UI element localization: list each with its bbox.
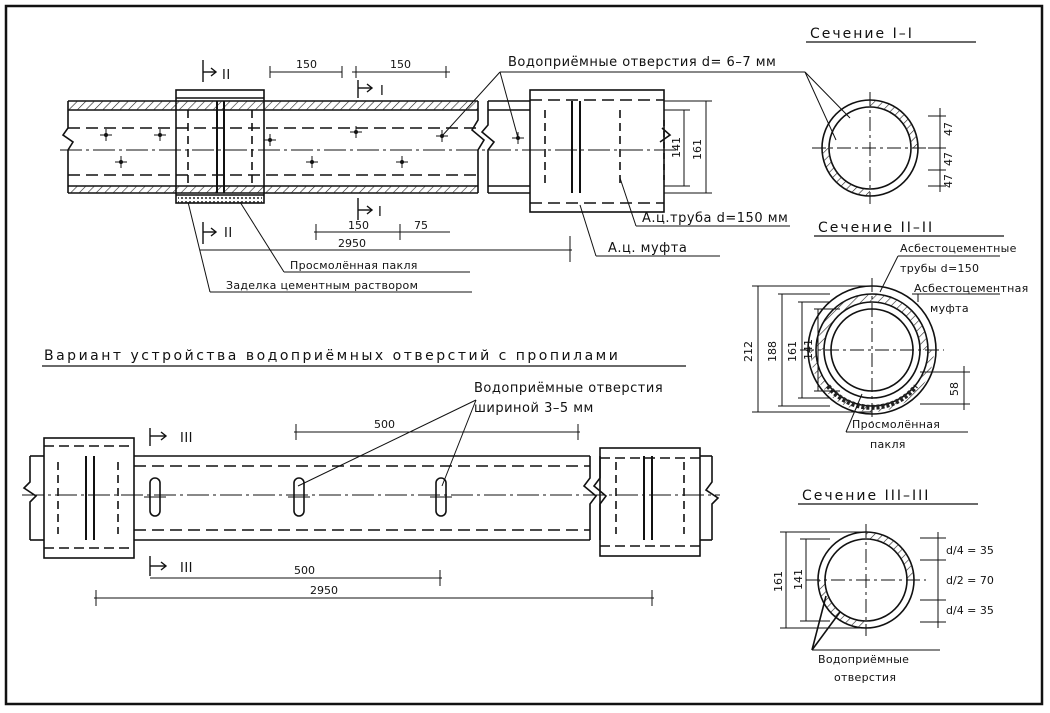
- dim-top-spacing-1: 150: [296, 58, 317, 71]
- cut-label-1-top: I: [380, 84, 384, 99]
- s2-label-coupling-2: муфта: [930, 302, 969, 315]
- dim-bottom-spacing-2: 75: [414, 219, 428, 232]
- s3-dim-quarter-1: d/4 = 35: [946, 544, 994, 557]
- section-2-drawing: [752, 278, 970, 422]
- section-3-drawing: [780, 524, 946, 651]
- cut-markers-bottom: [149, 428, 168, 576]
- dim-slot-spacing-bottom: 500: [294, 564, 315, 577]
- s3-dim-161: 161: [772, 571, 785, 592]
- dimensions-bottom-pipe: [94, 399, 654, 606]
- cut-label-2-top: II: [222, 68, 231, 83]
- dim-top-spacing-2: 150: [390, 58, 411, 71]
- cut-markers-top: [202, 60, 374, 244]
- s3-dim-141: 141: [792, 569, 805, 590]
- leaders-top: [187, 71, 851, 293]
- label-slots-2: шириной 3–5 мм: [474, 401, 594, 416]
- s3-dim-quarter-2: d/4 = 35: [946, 604, 994, 617]
- section-1-title: Сечение I–I: [810, 26, 914, 42]
- dim-variant-length: 2950: [310, 584, 338, 597]
- s1-seg-1: 47: [942, 122, 955, 136]
- s2-dim-58: 58: [948, 382, 961, 396]
- label-pipe: А.ц.труба d=150 мм: [642, 211, 788, 226]
- s3-label-holes-2: отверстия: [834, 671, 896, 684]
- s2-label-pipes-1: Асбестоцементные: [900, 242, 1017, 255]
- dim-bottom-spacing-1: 150: [348, 219, 369, 232]
- s2-dim-161: 161: [786, 341, 799, 362]
- s2-dim-141: 141: [802, 339, 815, 360]
- label-cement-seal: Заделка цементным раствором: [226, 279, 418, 292]
- cut-label-2-bottom: II: [224, 226, 233, 241]
- s2-label-tow-1: Просмолённая: [852, 418, 940, 431]
- s3-dim-half: d/2 = 70: [946, 574, 994, 587]
- s2-label-pipes-2: трубы d=150: [900, 262, 979, 275]
- section-3-title: Сечение III–III: [802, 488, 930, 504]
- s2-label-coupling-1: Асбестоцементная: [914, 282, 1029, 295]
- dim-outer-diameter: 161: [691, 139, 704, 160]
- section-2-title: Сечение II–II: [818, 220, 934, 236]
- label-slots-1: Водоприёмные отверстия: [474, 381, 663, 396]
- sheet-frame: [4, 4, 1044, 706]
- cut-label-3-bottom: III: [180, 561, 193, 576]
- s2-dim-212: 212: [742, 341, 755, 362]
- top-pipe-elevation: [60, 89, 712, 213]
- dim-pipe-length: 2950: [338, 237, 366, 250]
- s2-dim-188: 188: [766, 341, 779, 362]
- label-holes-top: Водоприёмные отверстия d= 6–7 мм: [508, 55, 776, 70]
- variant-title: Вариант устройства водоприёмных отверсти…: [44, 348, 620, 364]
- cut-label-1-bottom: I: [378, 205, 382, 220]
- s2-label-tow-2: пакля: [870, 438, 906, 451]
- s1-seg-3: 47: [942, 174, 955, 188]
- label-tarred-tow: Просмолённая пакля: [290, 259, 418, 272]
- s1-seg-2: 47: [942, 152, 955, 166]
- section-1-drawing: [812, 92, 946, 204]
- section-2-leaders: [845, 255, 1000, 433]
- s3-label-holes-1: Водоприёмные: [818, 653, 909, 666]
- label-coupling: А.ц. муфта: [608, 241, 687, 256]
- dimensions-top-pipe: [200, 66, 572, 262]
- bottom-pipe-elevation: [22, 437, 720, 559]
- cut-label-3-top: III: [180, 431, 193, 446]
- dim-slot-spacing-top: 500: [374, 418, 395, 431]
- dim-inner-diameter: 141: [670, 137, 683, 158]
